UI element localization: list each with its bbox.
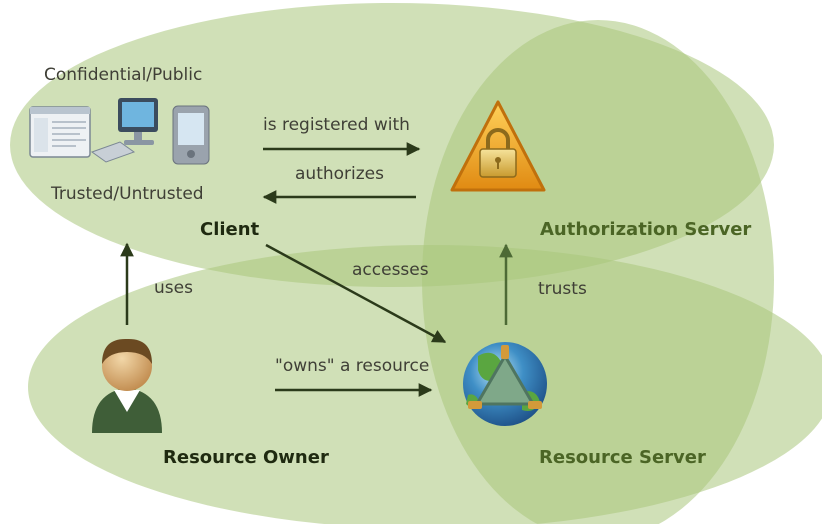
resource-server-title: Resource Server: [539, 447, 706, 468]
authorization-server-title: Authorization Server: [540, 219, 751, 240]
accesses-label: accesses: [352, 260, 429, 280]
uses-label: uses: [154, 278, 193, 298]
text-labels: Confidential/Public Trusted/Untrusted Cl…: [44, 65, 751, 468]
pda-device-icon: [172, 105, 210, 165]
client-type-top-label: Confidential/Public: [44, 65, 202, 85]
registered-label: is registered with: [263, 115, 410, 135]
authorizes-label: authorizes: [295, 164, 384, 184]
lock-warning-icon: [450, 100, 546, 192]
desktop-computer-icon: [90, 98, 158, 163]
owns-label: "owns" a resource: [275, 356, 429, 376]
accesses-arrow: [265, 243, 447, 344]
client-type-bottom-label: Trusted/Untrusted: [50, 184, 204, 204]
relation-arrows: [120, 142, 513, 397]
resource-owner-title: Resource Owner: [163, 447, 329, 468]
browser-window-icon: [29, 106, 91, 158]
person-icon: [92, 338, 162, 433]
client-devices-icon: [29, 98, 210, 165]
trusts-label: trusts: [538, 279, 587, 299]
globe-resource-icon: [463, 342, 547, 426]
client-title: Client: [200, 219, 260, 240]
